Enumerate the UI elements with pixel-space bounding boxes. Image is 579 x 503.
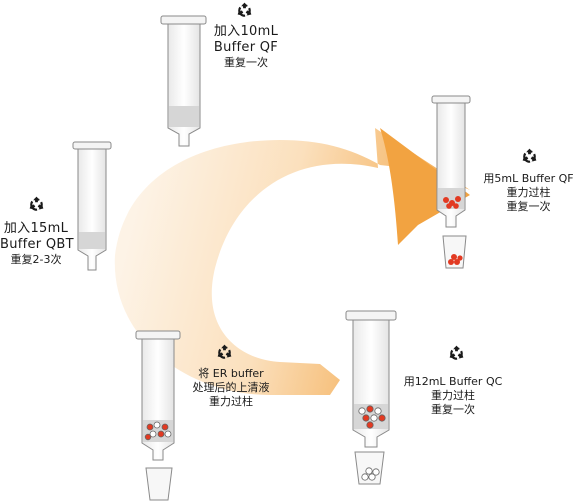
- step-label-qbt: 加入15mL Buffer QBT 重复2-3次: [0, 221, 74, 267]
- recycle-icon: [234, 1, 255, 19]
- step-label-line: 重力过柱: [431, 389, 475, 402]
- step-label-line: 重复一次: [224, 56, 268, 69]
- recycle-icon: [26, 195, 47, 213]
- flow-arrow: [114, 128, 470, 395]
- step-label-line: 用12mL Buffer QC: [403, 375, 503, 388]
- step-label-line: 重复一次: [431, 403, 475, 416]
- step-label-line: 用5mL Buffer QF: [483, 172, 574, 185]
- recycle-icon: [519, 147, 540, 165]
- recycle-icon: [446, 344, 467, 362]
- step-label-line: 重力过柱: [209, 395, 253, 408]
- step-label-qf-elution: 用5mL Buffer QF 重力过柱 重复一次: [478, 172, 579, 214]
- column-qf: [160, 15, 207, 147]
- step-label-qc: 用12mL Buffer QC 重力过柱 重复一次: [398, 375, 508, 417]
- flow-arrow-head: [380, 128, 470, 245]
- step-label-line: 将 ER buffer: [198, 367, 264, 380]
- step-label-line: 加入10mL: [213, 24, 279, 39]
- step-label-qf: 加入10mL Buffer QF 重复一次: [204, 24, 288, 70]
- column-er-load: [135, 330, 181, 501]
- step-label-line: 加入15mL: [3, 221, 69, 236]
- step-label-er-load: 将 ER buffer 处理后的上清液 重力过柱: [176, 367, 286, 409]
- column-qbt: [72, 141, 112, 271]
- step-label-line: 重复一次: [506, 200, 551, 213]
- step-label-line: 重复2-3次: [10, 253, 62, 266]
- step-label-line: 处理后的上清液: [192, 381, 270, 394]
- step-label-line: Buffer QBT: [0, 237, 74, 252]
- step-label-line: 重力过柱: [506, 186, 551, 199]
- column-qf-elution: [431, 95, 471, 269]
- column-qc: [345, 310, 397, 485]
- step-label-line: Buffer QF: [213, 40, 279, 55]
